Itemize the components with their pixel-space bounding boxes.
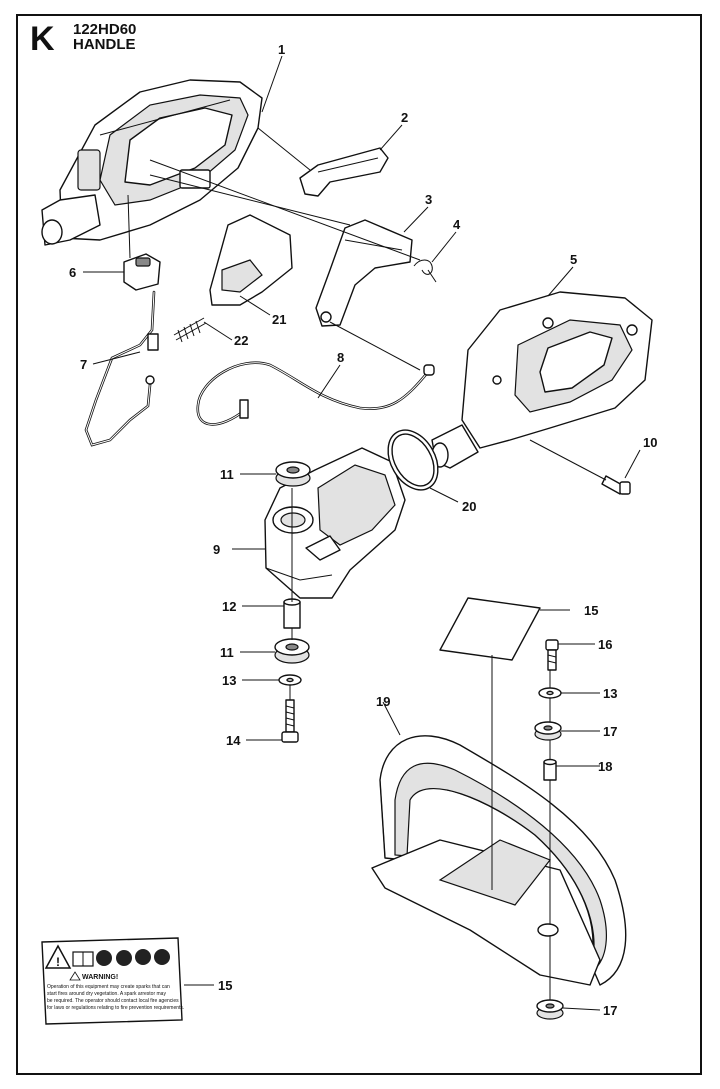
callout-5: 5 bbox=[570, 252, 577, 267]
part-19-loop-handle bbox=[371, 735, 627, 986]
part-17-spacer-lower bbox=[536, 999, 564, 1020]
part-13-washer-right bbox=[538, 687, 562, 699]
part-11-damper-lower bbox=[274, 638, 310, 664]
hand-protection-icon bbox=[135, 949, 151, 965]
read-manual-icon bbox=[72, 951, 94, 967]
part-2-throttle-lockout bbox=[299, 147, 389, 197]
callout-2: 2 bbox=[401, 110, 408, 125]
warning-line-2: start fires around dry vegetation. A spa… bbox=[47, 991, 166, 997]
callout-13-right: 13 bbox=[603, 686, 617, 701]
callout-13-left: 13 bbox=[222, 673, 236, 688]
part-16-screw bbox=[545, 639, 559, 671]
part-20-o-ring bbox=[387, 429, 439, 491]
callout-20: 20 bbox=[462, 499, 476, 514]
callout-15-top: 15 bbox=[584, 603, 598, 618]
leader-lines bbox=[83, 55, 641, 1011]
part-18-sleeve bbox=[543, 758, 557, 781]
part-12-sleeve bbox=[283, 598, 301, 629]
part-4-spring bbox=[413, 259, 437, 283]
assembly-title: HANDLE bbox=[73, 36, 136, 53]
callout-12: 12 bbox=[222, 599, 236, 614]
warning-line-1: Operation of this equipment may create s… bbox=[47, 984, 170, 990]
part-7-wiring-harness bbox=[84, 290, 159, 447]
part-15-warning-decal: ! WARNING! Operation of this equipment m… bbox=[41, 937, 184, 1025]
svg-text:!: ! bbox=[56, 955, 60, 969]
boots-protection-icon bbox=[154, 949, 170, 965]
part-5-front-tube bbox=[431, 291, 653, 469]
part-3-throttle-trigger bbox=[315, 219, 413, 327]
callout-17-lower: 17 bbox=[603, 1003, 617, 1018]
callout-8: 8 bbox=[337, 350, 344, 365]
callout-3: 3 bbox=[425, 192, 432, 207]
callout-22: 22 bbox=[234, 333, 248, 348]
part-14-bolt bbox=[281, 699, 299, 743]
callout-10: 10 bbox=[643, 435, 657, 450]
page-border bbox=[16, 14, 702, 1075]
warning-triangle-icon: ! bbox=[44, 944, 72, 969]
callout-17-upper: 17 bbox=[603, 724, 617, 739]
callout-11-upper: 11 bbox=[220, 467, 234, 482]
part-13-washer-left bbox=[278, 674, 302, 686]
callout-18: 18 bbox=[598, 759, 612, 774]
callout-19: 19 bbox=[376, 694, 390, 709]
warning-line-3: be required. The operator should contact… bbox=[47, 998, 179, 1004]
callout-15-bottom: 15 bbox=[218, 978, 232, 993]
callout-14: 14 bbox=[226, 733, 241, 748]
part-10-screw bbox=[601, 475, 631, 495]
callout-21: 21 bbox=[272, 312, 286, 327]
warning-heading: WARNING! bbox=[82, 974, 118, 981]
part-17-spacer-upper bbox=[534, 721, 562, 741]
callout-numbers: 1 2 3 4 5 6 7 8 9 10 11 12 11 13 14 15 1… bbox=[69, 42, 657, 1018]
callout-6: 6 bbox=[69, 265, 76, 280]
part-6-stop-switch bbox=[123, 253, 161, 291]
warning-line-4: for laws or regulations relating to fire… bbox=[47, 1005, 184, 1011]
eye-protection-icon bbox=[116, 950, 132, 966]
part-22-spring bbox=[173, 317, 207, 343]
part-11-damper-upper bbox=[275, 461, 311, 487]
part-15-decal-top bbox=[439, 597, 541, 661]
assembly-guide-lines bbox=[127, 127, 607, 1000]
callout-7: 7 bbox=[80, 357, 87, 372]
callout-9: 9 bbox=[213, 542, 220, 557]
callout-16: 16 bbox=[598, 637, 612, 652]
warning-small-triangle-icon bbox=[69, 971, 81, 981]
callout-4: 4 bbox=[453, 217, 461, 232]
part-21-bracket bbox=[209, 214, 293, 306]
part-8-throttle-cable bbox=[196, 361, 435, 426]
callout-1: 1 bbox=[278, 42, 285, 57]
callout-11-lower: 11 bbox=[220, 645, 234, 660]
hearing-protection-icon bbox=[96, 950, 112, 966]
section-letter: K bbox=[30, 20, 55, 58]
part-1-rear-handle-housing bbox=[41, 79, 263, 246]
model-number: 122HD60 bbox=[73, 21, 137, 38]
